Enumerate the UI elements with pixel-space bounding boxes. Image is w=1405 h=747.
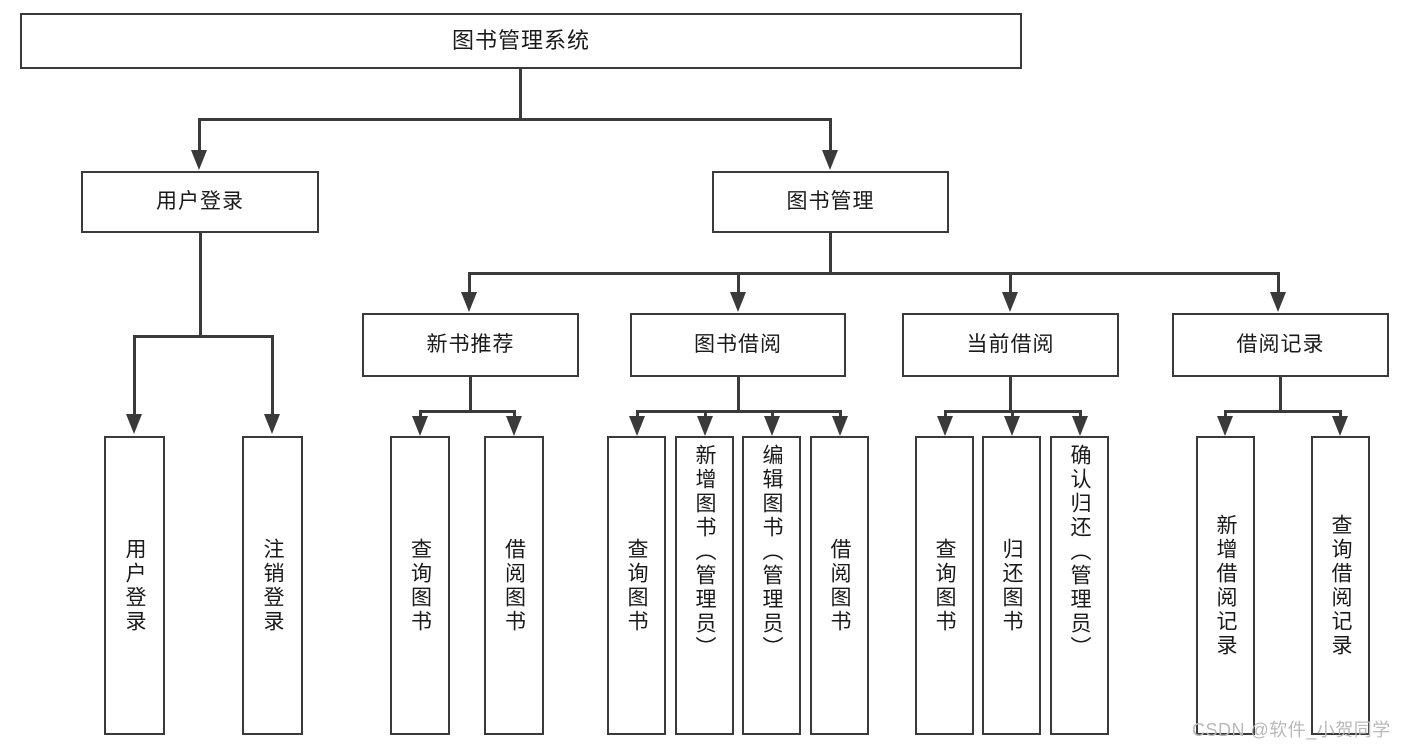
node-leaf-return-book[interactable]: 归还图书	[982, 436, 1041, 735]
arrowhead-book-manage	[822, 150, 838, 170]
node-leaf-rec-query-book[interactable]: 查询图书	[390, 436, 450, 735]
node-current-borrow[interactable]: 当前借阅	[902, 313, 1119, 377]
arrowhead-current-borrow	[1002, 292, 1018, 312]
node-leaf-query-borrow-record-label: 查询借阅记录	[1329, 513, 1353, 658]
edge-bm-to-current-borrow	[1009, 272, 1012, 295]
edge-bb-to-leaf1	[636, 410, 639, 420]
node-leaf-borrow-book-label: 借阅图书	[828, 537, 852, 634]
arrowhead-add-book-admin	[697, 416, 713, 436]
arrowhead-borrow-book	[832, 416, 848, 436]
edge-bm-to-new-book-rec	[468, 272, 471, 295]
edge-book-borrow-stem	[737, 377, 740, 411]
node-leaf-return-book-label: 归还图书	[1000, 537, 1024, 634]
edge-current-borrow-stem	[1009, 377, 1012, 411]
arrowhead-leaf-user-login	[126, 414, 142, 434]
edge-br-to-leaf1	[1224, 410, 1227, 420]
edge-root-to-user-login	[198, 118, 201, 152]
node-book-manage[interactable]: 图书管理	[712, 171, 949, 233]
node-new-book-rec[interactable]: 新书推荐	[362, 313, 579, 377]
edge-bb-to-leaf2	[704, 410, 707, 420]
arrowhead-add-borrow-record	[1217, 416, 1233, 436]
node-leaf-borrow-query-book-label: 查询图书	[625, 537, 649, 634]
node-leaf-add-borrow-record[interactable]: 新增借阅记录	[1196, 436, 1255, 735]
node-leaf-borrow-book[interactable]: 借阅图书	[810, 436, 869, 735]
node-leaf-edit-book-admin-label: 编辑图书（管理员）	[760, 444, 784, 660]
arrowhead-new-book-rec	[461, 292, 477, 312]
node-leaf-user-login-label: 用户登录	[123, 537, 147, 634]
node-leaf-edit-book-admin[interactable]: 编辑图书（管理员）	[742, 436, 801, 735]
node-book-borrow[interactable]: 图书借阅	[630, 313, 846, 377]
edge-bm-to-book-borrow	[737, 272, 740, 295]
edge-cb-to-leaf3	[1079, 410, 1082, 420]
node-leaf-add-book-admin-label: 新增图书（管理员）	[693, 444, 717, 660]
node-user-login-label: 用户登录	[156, 189, 244, 213]
edge-root-stem	[519, 69, 522, 119]
node-borrow-record-label: 借阅记录	[1236, 332, 1325, 356]
arrowhead-book-borrow	[730, 292, 746, 312]
edge-user-login-bus	[133, 335, 272, 338]
node-leaf-rec-query-book-label: 查询图书	[408, 537, 432, 634]
edge-borrow-record-stem	[1279, 377, 1282, 411]
edge-new-book-rec-bus	[419, 410, 515, 413]
edge-bm-to-borrow-record	[1277, 272, 1280, 295]
edge-user-login-to-leaf2	[271, 335, 274, 417]
node-leaf-borrow-query-book[interactable]: 查询图书	[607, 436, 666, 735]
arrowhead-cur-query-book	[937, 416, 953, 436]
edge-book-borrow-bus	[636, 410, 840, 413]
node-leaf-add-borrow-record-label: 新增借阅记录	[1214, 513, 1238, 658]
node-user-login[interactable]: 用户登录	[81, 171, 319, 233]
edge-root-to-book-manage	[829, 118, 832, 152]
node-current-borrow-label: 当前借阅	[966, 332, 1055, 356]
edge-root-bus	[198, 118, 831, 121]
arrowhead-borrow-record	[1270, 292, 1286, 312]
arrowhead-query-borrow-record	[1332, 416, 1348, 436]
arrowhead-leaf-logout-login	[264, 414, 280, 434]
node-root[interactable]: 图书管理系统	[20, 13, 1022, 69]
node-root-label: 图书管理系统	[451, 28, 590, 54]
arrowhead-user-login	[191, 150, 207, 170]
node-new-book-rec-label: 新书推荐	[426, 332, 515, 356]
node-borrow-record[interactable]: 借阅记录	[1172, 313, 1389, 377]
arrowhead-rec-query-book	[412, 416, 428, 436]
arrowhead-confirm-return-admin	[1072, 416, 1088, 436]
edge-cb-to-leaf2	[1011, 410, 1014, 420]
edge-book-manage-stem	[829, 233, 832, 273]
edge-bb-to-leaf4	[839, 410, 842, 420]
edge-book-manage-bus	[468, 272, 1279, 275]
node-leaf-rec-borrow-book[interactable]: 借阅图书	[484, 436, 544, 735]
arrowhead-edit-book-admin	[764, 416, 780, 436]
edge-br-to-leaf2	[1339, 410, 1342, 420]
edge-bb-to-leaf3	[771, 410, 774, 420]
node-leaf-user-login[interactable]: 用户登录	[104, 436, 165, 735]
edge-new-book-rec-stem	[469, 377, 472, 411]
node-leaf-cur-query-book-label: 查询图书	[933, 537, 957, 634]
edge-user-login-to-leaf1	[133, 335, 136, 417]
node-leaf-logout-login[interactable]: 注销登录	[242, 436, 303, 735]
node-book-manage-label: 图书管理	[786, 189, 875, 213]
node-leaf-rec-borrow-book-label: 借阅图书	[502, 537, 526, 634]
arrowhead-borrow-query-book	[629, 416, 645, 436]
node-leaf-cur-query-book[interactable]: 查询图书	[915, 436, 974, 735]
edge-user-login-stem	[199, 233, 202, 336]
arrowhead-rec-borrow-book	[506, 416, 522, 436]
node-book-borrow-label: 图书借阅	[694, 332, 782, 356]
node-leaf-query-borrow-record[interactable]: 查询借阅记录	[1311, 436, 1370, 735]
watermark-text: CSDN @软件_小贺同学	[1192, 720, 1391, 740]
node-leaf-add-book-admin[interactable]: 新增图书（管理员）	[675, 436, 734, 735]
arrowhead-return-book	[1004, 416, 1020, 436]
node-leaf-logout-login-label: 注销登录	[261, 537, 285, 634]
edge-nbr-to-leaf1	[419, 410, 422, 420]
edge-nbr-to-leaf2	[513, 410, 516, 420]
node-leaf-confirm-return-admin[interactable]: 确认归还（管理员）	[1050, 436, 1109, 735]
edge-cb-to-leaf1	[944, 410, 947, 420]
edge-borrow-record-bus	[1224, 410, 1341, 413]
node-leaf-confirm-return-admin-label: 确认归还（管理员）	[1068, 444, 1092, 660]
